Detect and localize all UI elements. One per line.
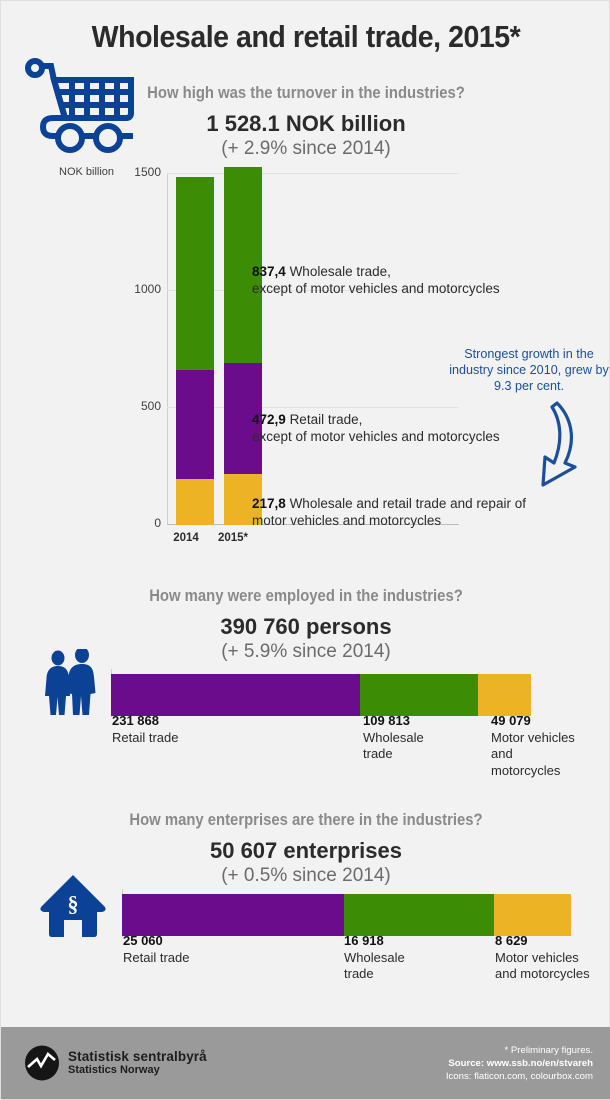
house-paragraph-icon: § bbox=[39, 873, 107, 944]
y-tick-0: 0 bbox=[154, 516, 161, 530]
employment-label-wholesale: 109 813 Wholesale trade bbox=[363, 713, 443, 763]
gridline-500 bbox=[167, 407, 459, 408]
enterprises-seg-motor bbox=[494, 894, 571, 936]
column-2015-motor bbox=[224, 474, 262, 525]
callout-motor-value: 217,8 bbox=[252, 496, 286, 511]
column-2015 bbox=[224, 167, 262, 525]
y-tick-1000: 1000 bbox=[134, 282, 161, 296]
enterprises-headline: 50 607 enterprises bbox=[209, 838, 403, 863]
ssb-logo: Statistisk sentralbyrå Statistics Norway bbox=[24, 1045, 207, 1081]
callout-motor: 217,8 Wholesale and retail trade and rep… bbox=[252, 495, 526, 529]
chart-y-axis bbox=[167, 173, 168, 525]
page-title: Wholesale and retail trade, 2015* bbox=[91, 19, 521, 54]
enterprises-name-retail: Retail trade bbox=[123, 949, 190, 965]
footer: Statistisk sentralbyrå Statistics Norway… bbox=[1, 1027, 610, 1099]
employment-value-motor: 49 079 bbox=[491, 713, 531, 728]
growth-note: Strongest growth in the industry since 2… bbox=[449, 347, 609, 393]
employment-value-retail: 231 868 bbox=[112, 713, 159, 728]
enterprises-label-retail: 25 060 Retail trade bbox=[123, 933, 303, 966]
column-2015-wholesale bbox=[224, 167, 262, 364]
callout-retail: 472,9 Retail trade, except of motor vehi… bbox=[252, 411, 500, 445]
employment-seg-wholesale bbox=[360, 674, 479, 716]
callout-retail-line1: Retail trade, bbox=[289, 412, 363, 427]
gridline-1000 bbox=[167, 290, 459, 291]
svg-text:§: § bbox=[68, 891, 79, 916]
employment-seg-retail bbox=[111, 674, 361, 716]
column-2014-motor bbox=[176, 478, 214, 525]
turnover-question: How high was the turnover in the industr… bbox=[147, 84, 465, 102]
enterprises-name-wholesale: Wholesale trade bbox=[344, 949, 405, 982]
footer-preliminary-note: * Preliminary figures. bbox=[504, 1045, 593, 1056]
footer-icons-credit: Icons: flaticon.com, colourbox.com bbox=[445, 1071, 593, 1082]
x-tick-2014: 2014 bbox=[173, 532, 199, 544]
employment-label-retail: 231 868 Retail trade bbox=[112, 713, 292, 746]
enterprises-label-wholesale: 16 918 Wholesale trade bbox=[344, 933, 424, 983]
footer-notes: * Preliminary figures. Source: www.ssb.n… bbox=[446, 1044, 593, 1083]
shopping-cart-icon bbox=[21, 58, 143, 167]
column-2015-retail bbox=[224, 363, 262, 475]
logo-line-en: Statistics Norway bbox=[68, 1064, 160, 1077]
enterprises-value-motor: 8 629 bbox=[495, 933, 528, 948]
employment-change: (+ 5.9% since 2014) bbox=[221, 641, 391, 662]
callout-retail-line2: except of motor vehicles and motorcycles bbox=[252, 429, 500, 444]
enterprises-value-wholesale: 16 918 bbox=[344, 933, 384, 948]
employment-name-motor: Motor vehicles and motorcycles bbox=[491, 729, 575, 778]
employment-value-wholesale: 109 813 bbox=[363, 713, 410, 728]
employment-bar bbox=[111, 674, 531, 716]
callout-wholesale-line2: except of motor vehicles and motorcycles bbox=[252, 281, 500, 296]
turnover-column-chart bbox=[167, 167, 459, 525]
employment-label-motor: 49 079 Motor vehicles and motorcycles bbox=[491, 713, 583, 779]
y-tick-1500: 1500 bbox=[134, 165, 161, 179]
logo-line-no: Statistisk sentralbyrå bbox=[68, 1049, 207, 1065]
y-tick-500: 500 bbox=[140, 399, 161, 413]
curved-arrow-icon bbox=[521, 401, 591, 496]
enterprises-question: How many enterprises are there in the in… bbox=[129, 811, 483, 829]
enterprises-change: (+ 0.5% since 2014) bbox=[221, 865, 391, 886]
enterprises-seg-wholesale bbox=[344, 894, 495, 936]
callout-motor-line2: motor vehicles and motorcycles bbox=[252, 513, 442, 528]
callout-retail-value: 472,9 bbox=[252, 412, 286, 427]
enterprises-value-retail: 25 060 bbox=[123, 933, 163, 948]
callout-motor-line1: Wholesale and retail trade and repair of bbox=[289, 496, 526, 511]
employment-name-wholesale: Wholesale trade bbox=[363, 729, 424, 762]
turnover-change: (+ 2.9% since 2014) bbox=[221, 138, 391, 159]
two-people-icon bbox=[41, 647, 103, 722]
callout-wholesale-value: 837,4 bbox=[252, 264, 286, 279]
footer-source[interactable]: Source: www.ssb.no/en/stvareh bbox=[448, 1058, 593, 1069]
employment-headline: 390 760 persons bbox=[220, 614, 392, 639]
enterprises-bar bbox=[122, 894, 571, 936]
enterprises-label-motor: 8 629 Motor vehicles and motorcycles bbox=[495, 933, 590, 983]
employment-question: How many were employed in the industries… bbox=[149, 587, 463, 605]
chart-axis-unit-label: NOK billion bbox=[59, 166, 115, 178]
enterprises-seg-retail bbox=[122, 894, 345, 936]
callout-wholesale: 837,4 Wholesale trade, except of motor v… bbox=[252, 263, 500, 297]
employment-seg-motor bbox=[478, 674, 531, 716]
callout-wholesale-line1: Wholesale trade, bbox=[289, 264, 391, 279]
column-2014-retail bbox=[176, 370, 214, 479]
enterprises-name-motor: Motor vehicles and motorcycles bbox=[495, 949, 590, 982]
chart-x-axis bbox=[167, 524, 459, 525]
column-2014-wholesale bbox=[176, 177, 214, 371]
gridline-1500 bbox=[167, 173, 459, 174]
x-tick-2015: 2015* bbox=[217, 532, 249, 544]
turnover-headline: 1 528.1 NOK billion bbox=[206, 111, 406, 136]
column-2014 bbox=[176, 177, 214, 525]
employment-name-retail: Retail trade bbox=[112, 729, 179, 745]
ssb-logo-icon bbox=[25, 1045, 59, 1081]
